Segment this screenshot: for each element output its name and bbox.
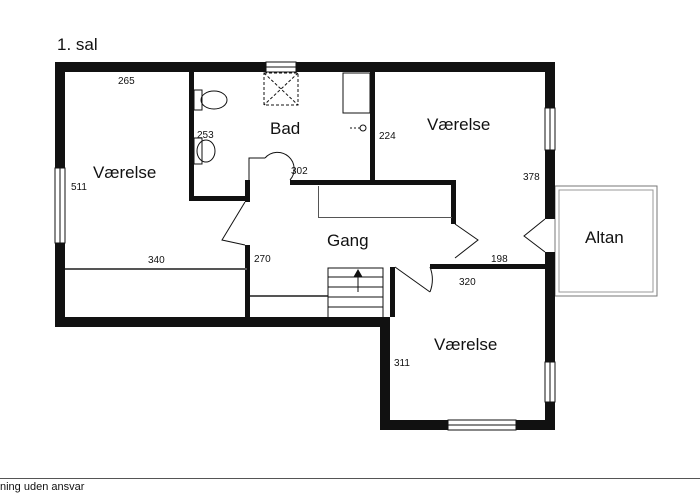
staircase xyxy=(327,267,384,321)
balcony-inner-outline xyxy=(558,189,654,293)
dim-340: 340 xyxy=(148,255,165,266)
room-label-vaerelse-right: Værelse xyxy=(427,115,490,134)
dim-378: 378 xyxy=(523,172,540,183)
dim-224: 224 xyxy=(379,131,396,142)
floor-title: 1. sal xyxy=(57,35,98,54)
room-label-altan: Altan xyxy=(585,228,624,247)
bathroom-fixtures xyxy=(193,72,371,165)
dim-265: 265 xyxy=(118,76,135,87)
room-label-gang: Gang xyxy=(327,231,369,250)
dim-198: 198 xyxy=(491,254,508,265)
footer-disclaimer: ning uden ansvar xyxy=(0,481,85,493)
room-label-vaerelse-bottom: Værelse xyxy=(434,335,497,354)
dim-311: 311 xyxy=(394,358,410,369)
dim-302: 302 xyxy=(291,166,308,177)
dim-511: 511 xyxy=(71,182,87,193)
windows xyxy=(54,61,556,431)
doors xyxy=(221,151,546,293)
footer-divider xyxy=(0,478,700,479)
room-label-vaerelse-left: Værelse xyxy=(93,163,156,182)
balcony-outline xyxy=(554,185,658,297)
dim-270: 270 xyxy=(254,254,271,265)
dim-320: 320 xyxy=(459,277,476,288)
interior-walls xyxy=(65,72,545,317)
room-label-bad: Bad xyxy=(270,119,300,138)
dim-253: 253 xyxy=(197,130,214,141)
